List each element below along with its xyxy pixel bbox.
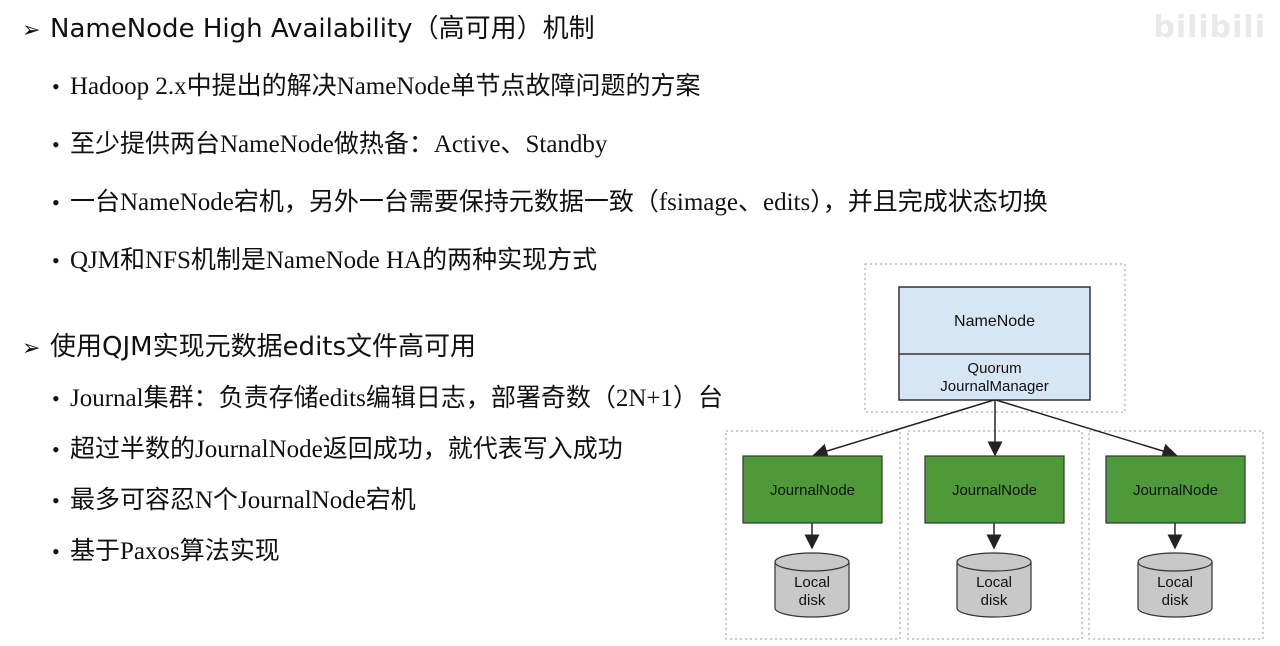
disk-top-2 bbox=[956, 552, 1032, 572]
disk-label-2a: Local bbox=[976, 574, 1012, 591]
arrow-bullet-icon: ➢ bbox=[22, 336, 41, 361]
bullet-dot-icon: • bbox=[52, 488, 60, 513]
journalnode-label-1: JournalNode bbox=[770, 482, 855, 499]
bullet-dot-icon: • bbox=[52, 132, 60, 157]
journal-dashed-container-1 bbox=[725, 430, 901, 640]
disk-top-3 bbox=[1137, 552, 1213, 572]
bilibili-watermark: bilibili bbox=[1153, 10, 1266, 45]
qjm-label-line1: Quorum bbox=[967, 360, 1021, 377]
arrow-to-journalnode-3 bbox=[995, 399, 1178, 459]
list-item: • QJM和NFS机制是NameNode HA的两种实现方式 bbox=[52, 240, 597, 276]
disk-top-1 bbox=[774, 552, 850, 572]
disk-body-1 bbox=[774, 562, 850, 618]
disk-body-2 bbox=[956, 562, 1032, 618]
journal-dashed-container-3 bbox=[1088, 430, 1264, 640]
bullet-text: 基于Paxos算法实现 bbox=[70, 538, 280, 565]
bullet-dot-icon: • bbox=[52, 386, 60, 411]
journalnode-box-1 bbox=[742, 455, 883, 524]
journalnode-label-2: JournalNode bbox=[952, 482, 1037, 499]
local-disk-1: Local disk bbox=[774, 552, 850, 618]
disk-body-3 bbox=[1137, 562, 1213, 618]
bullet-dot-icon: • bbox=[52, 190, 60, 215]
list-item: • Hadoop 2.x中提出的解决NameNode单节点故障问题的方案 bbox=[52, 66, 701, 102]
bullet-text: 超过半数的JournalNode返回成功，就代表写入成功 bbox=[70, 436, 623, 463]
local-disk-2: Local disk bbox=[956, 552, 1032, 618]
bullet-text: Journal集群：负责存储edits编辑日志，部署奇数（2N+1）台 bbox=[70, 385, 723, 412]
section2-title: 使用QJM实现元数据edits文件高可用 bbox=[50, 332, 477, 362]
arrow-bullet-icon: ➢ bbox=[22, 18, 41, 43]
section1-heading: ➢ NameNode High Availability（高可用）机制 bbox=[22, 8, 595, 45]
disk-label-3b: disk bbox=[1162, 592, 1189, 609]
arrow-to-journalnode-1 bbox=[812, 399, 995, 459]
bullet-dot-icon: • bbox=[52, 248, 60, 273]
bullet-text: Hadoop 2.x中提出的解决NameNode单节点故障问题的方案 bbox=[70, 73, 701, 100]
namenode-box bbox=[898, 286, 1091, 401]
bullet-dot-icon: • bbox=[52, 74, 60, 99]
bullet-dot-icon: • bbox=[52, 437, 60, 462]
qjm-label-line2: JournalManager bbox=[940, 378, 1048, 395]
list-item: • 至少提供两台NameNode做热备：Active、Standby bbox=[52, 124, 607, 160]
list-item: • Journal集群：负责存储edits编辑日志，部署奇数（2N+1）台 bbox=[52, 378, 723, 414]
bullet-dot-icon: • bbox=[52, 539, 60, 564]
disk-label-1a: Local bbox=[794, 574, 830, 591]
bullet-text: 一台NameNode宕机，另外一台需要保持元数据一致（fsimage、edits… bbox=[70, 189, 1048, 216]
namenode-label: NameNode bbox=[954, 313, 1035, 330]
list-item: • 基于Paxos算法实现 bbox=[52, 531, 280, 567]
bullet-text: QJM和NFS机制是NameNode HA的两种实现方式 bbox=[70, 247, 598, 274]
section2-heading: ➢ 使用QJM实现元数据edits文件高可用 bbox=[22, 326, 476, 363]
section1-title: NameNode High Availability（高可用）机制 bbox=[50, 14, 595, 44]
disk-label-3a: Local bbox=[1157, 574, 1193, 591]
bullet-text: 最多可容忍N个JournalNode宕机 bbox=[70, 487, 416, 514]
list-item: • 一台NameNode宕机，另外一台需要保持元数据一致（fsimage、edit… bbox=[52, 182, 1048, 218]
disk-label-1b: disk bbox=[799, 592, 826, 609]
local-disk-3: Local disk bbox=[1137, 552, 1213, 618]
disk-label-2b: disk bbox=[981, 592, 1008, 609]
list-item: • 超过半数的JournalNode返回成功，就代表写入成功 bbox=[52, 429, 623, 465]
namenode-dashed-container bbox=[864, 263, 1126, 413]
journalnode-label-3: JournalNode bbox=[1133, 482, 1218, 499]
bullet-text: 至少提供两台NameNode做热备：Active、Standby bbox=[70, 131, 608, 158]
list-item: • 最多可容忍N个JournalNode宕机 bbox=[52, 480, 416, 516]
